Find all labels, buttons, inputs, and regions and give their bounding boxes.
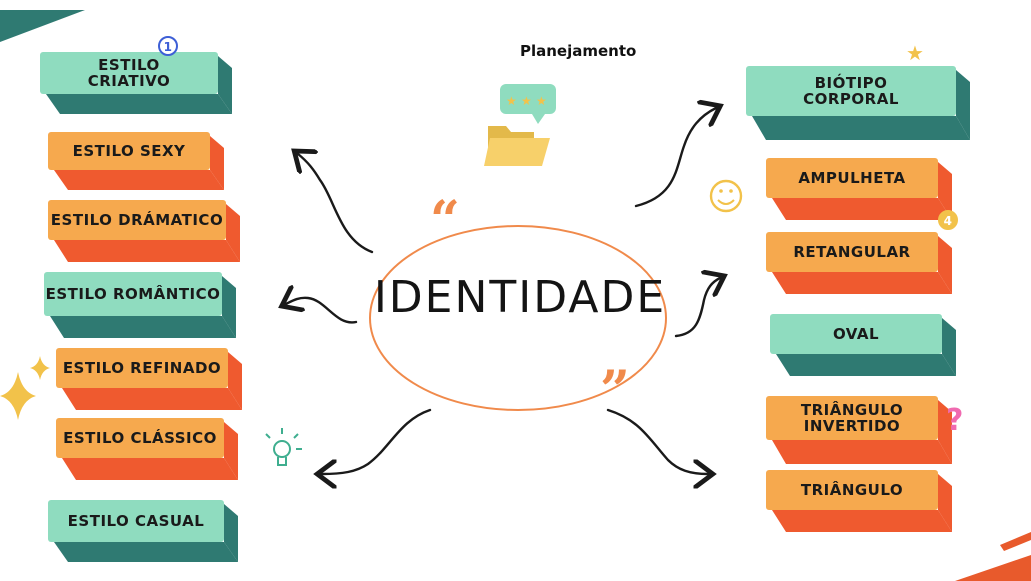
- box-retangular: RETANGULAR 4: [766, 210, 958, 294]
- box-side: [222, 276, 236, 338]
- badge-circle: [938, 210, 958, 230]
- speech-bubble-stars-icon: ★ ★ ★: [500, 84, 556, 124]
- box-shadow: [752, 116, 970, 140]
- box-shadow: [776, 354, 956, 376]
- arrow-to-left-top: [298, 154, 374, 254]
- svg-text:★: ★: [536, 94, 547, 108]
- box-face: [746, 66, 956, 116]
- number-badge: 1: [164, 40, 173, 54]
- box-ampulheta: AMPULHETA: [766, 158, 952, 220]
- box-face: [770, 314, 942, 354]
- box-sexy: ESTILO SEXY: [48, 132, 224, 190]
- folder-icon: [484, 126, 550, 166]
- box-label: ESTILO: [98, 56, 160, 74]
- box-label: INVERTIDO: [804, 417, 900, 435]
- smiley-icon: [709, 179, 743, 213]
- box-label: RETANGULAR: [793, 243, 910, 261]
- page-title: Planejamento: [520, 42, 636, 60]
- box-shadow: [50, 316, 236, 338]
- box-label: CORPORAL: [803, 90, 899, 108]
- box-shadow: [54, 542, 238, 562]
- box-label: TRIÂNGULO: [801, 400, 903, 419]
- box-casual: ESTILO CASUAL: [48, 500, 238, 562]
- box-face: [766, 232, 938, 272]
- svg-text:★: ★: [521, 94, 532, 108]
- corner-stripes-top-left: [0, 0, 85, 42]
- box-side: [224, 422, 238, 480]
- quote-close-icon: ”: [600, 360, 630, 421]
- box-face: [56, 348, 228, 388]
- box-side: [218, 56, 232, 114]
- arrow-to-left-middle: [286, 298, 358, 324]
- box-shadow: [46, 94, 232, 114]
- box-label: CRIATIVO: [88, 72, 171, 90]
- box-label: AMPULHETA: [798, 169, 905, 187]
- box-label: ESTILO ROMÂNTICO: [46, 284, 221, 303]
- box-label: ESTILO DRÁMATICO: [51, 210, 223, 229]
- sparkle-icon: [0, 356, 50, 420]
- svg-text:★: ★: [506, 94, 517, 108]
- arrow-to-right-bottom: [606, 408, 708, 474]
- box-side: [938, 474, 952, 532]
- badge-circle: [158, 36, 178, 56]
- box-label: TRIÂNGULO: [801, 480, 903, 499]
- box-side: [956, 70, 970, 140]
- box-face: [48, 500, 224, 542]
- box-face: [766, 470, 938, 510]
- box-side: [938, 236, 952, 294]
- box-side: [224, 504, 238, 562]
- box-oval: OVAL: [770, 314, 956, 376]
- box-shadow: [62, 388, 242, 410]
- arrow-to-right-middle: [674, 278, 720, 338]
- center-title: IDENTIDADE: [374, 272, 666, 323]
- box-shadow: [772, 440, 952, 464]
- arrow-to-right-top: [634, 108, 716, 208]
- box-face: [40, 52, 218, 94]
- box-label: ESTILO CLÁSSICO: [63, 428, 217, 447]
- quote-open-icon: “: [430, 190, 460, 251]
- box-side: [210, 136, 224, 190]
- box-romantico: ESTILO ROMÂNTICO: [44, 272, 236, 338]
- box-label: BIÓTIPO: [815, 73, 888, 92]
- lightbulb-icon: [265, 428, 302, 466]
- box-side: [942, 318, 956, 376]
- corner-stripes-bottom-right: [955, 532, 1031, 581]
- box-classico: ESTILO CLÁSSICO: [56, 418, 238, 480]
- question-mark-icon: ?: [946, 403, 964, 438]
- box-face: [766, 158, 938, 198]
- box-refinado: ESTILO REFINADO: [56, 348, 242, 410]
- box-triangulo: TRIÂNGULO: [766, 470, 952, 532]
- box-shadow: [772, 510, 952, 532]
- box-face: [56, 418, 224, 458]
- box-label: ESTILO SEXY: [73, 142, 186, 160]
- box-label: ESTILO REFINADO: [63, 359, 221, 377]
- box-label: OVAL: [833, 325, 879, 343]
- box-side: [938, 162, 952, 220]
- box-dramatico: ESTILO DRÁMATICO: [48, 200, 240, 262]
- box-label: ESTILO CASUAL: [68, 512, 205, 530]
- box-face: [48, 200, 226, 240]
- box-face: [48, 132, 210, 170]
- box-side: [226, 204, 240, 262]
- box-side: [228, 352, 242, 410]
- box-shadow: [54, 240, 240, 262]
- star-icon: ★: [906, 41, 924, 65]
- number-badge: 4: [944, 214, 953, 228]
- box-face: [766, 396, 938, 440]
- box-shadow: [772, 272, 952, 294]
- box-side: [938, 400, 952, 464]
- box-face: [44, 272, 222, 316]
- arrow-to-left-bottom: [322, 408, 432, 474]
- center-oval: [369, 225, 667, 411]
- box-shadow: [772, 198, 952, 220]
- box-shadow: [54, 170, 224, 190]
- box-shadow: [62, 458, 238, 480]
